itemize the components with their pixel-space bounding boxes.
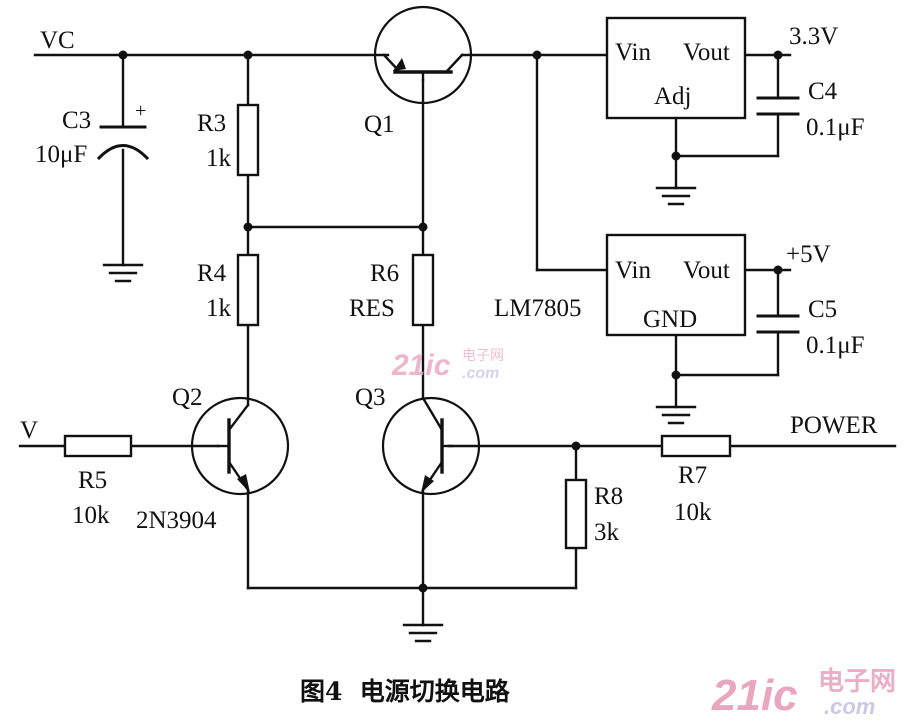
regulator-3v3 (605, 16, 747, 120)
resistor-r4 (236, 253, 260, 327)
reg1-adj-label: Adj (654, 83, 692, 110)
r7-value: 10k (674, 499, 712, 526)
watermark-brand: 21ic (391, 349, 451, 382)
resistor-r5 (63, 434, 133, 458)
q2-label: Q2 (172, 384, 203, 411)
figure-caption: 图4 电源切换电路 (300, 677, 511, 706)
transistor-q3 (381, 396, 481, 496)
ground-symbol-reg2 (655, 405, 697, 425)
r6-value: RES (349, 295, 395, 322)
junction-dots (118, 50, 783, 593)
capacitor-c4 (756, 96, 800, 116)
r5-label: R5 (78, 467, 107, 494)
wires (18, 53, 897, 627)
regulator-lm7805 (605, 233, 747, 337)
transistor-q1 (373, 5, 473, 105)
reg2-vin-label: Vin (615, 257, 651, 284)
r4-value: 1k (206, 295, 232, 322)
ground-symbol-reg1 (655, 186, 697, 206)
power-label: POWER (790, 412, 878, 439)
reg2-gnd-label: GND (643, 306, 697, 333)
resistor-r8 (564, 478, 588, 550)
transistor-q2 (190, 396, 290, 496)
v-input-label: V (20, 417, 38, 444)
watermark-corner-cn: 电子网 (818, 667, 896, 697)
r3-label: R3 (197, 110, 226, 137)
r8-value: 3k (594, 519, 620, 546)
q3-label: Q3 (355, 384, 386, 411)
capacitor-c5 (756, 314, 800, 334)
c5-value: 0.1μF (806, 332, 865, 359)
resistor-r3 (236, 103, 260, 177)
component-labels: VC C3 + 10μF R3 1k Q1 R4 1k R6 RES Q2 Q3… (20, 23, 878, 546)
c4-value: 0.1μF (806, 114, 865, 141)
watermark-domain: .com (462, 365, 499, 382)
resistor-r7 (660, 434, 732, 458)
c5-label: C5 (808, 296, 837, 323)
c4-label: C4 (808, 78, 838, 105)
q1-label: Q1 (364, 111, 395, 138)
reg1-vin-label: Vin (615, 39, 651, 66)
c3-value: 10μF (35, 141, 87, 168)
watermark-center: 21ic 电子网 .com (391, 348, 504, 382)
r3-value: 1k (206, 145, 232, 172)
lm7805-label: LM7805 (494, 295, 582, 322)
watermark-corner-domain: .com (824, 694, 875, 719)
ground-symbol-main (402, 623, 444, 643)
reg2-vout-label: Vout (683, 257, 730, 284)
r6-label: R6 (370, 260, 399, 287)
watermark-cn: 电子网 (462, 348, 504, 364)
r8-label: R8 (594, 483, 623, 510)
reg1-vout-label: Vout (683, 39, 730, 66)
v5-label: +5V (786, 241, 831, 268)
capacitor-c3 (96, 125, 150, 161)
resistor-r6 (411, 253, 435, 327)
c3-label: C3 (62, 107, 91, 134)
watermark-corner-brand: 21ic (711, 671, 798, 720)
c3-plus-label: + (135, 100, 146, 122)
q2-part-label: 2N3904 (136, 507, 217, 534)
ground-symbol-c3 (102, 263, 144, 283)
r4-label: R4 (197, 260, 227, 287)
watermark-corner: 21ic 电子网 .com (711, 667, 896, 720)
r7-label: R7 (678, 462, 707, 489)
r5-value: 10k (72, 502, 110, 529)
v33-label: 3.3V (789, 23, 838, 50)
vc-label: VC (40, 27, 75, 54)
